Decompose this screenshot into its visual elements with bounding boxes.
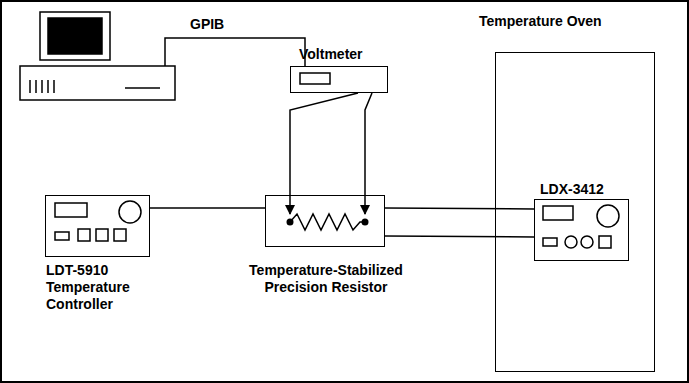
- node-heading: LDX-3412: [540, 181, 650, 198]
- voltmeter-box: Voltmeter: [290, 66, 388, 93]
- node-heading: Temperature Oven: [479, 13, 649, 30]
- computer-icon: [20, 12, 175, 100]
- bus-label: GPIB: [190, 16, 224, 33]
- voltmeter-face: [300, 73, 330, 84]
- node-heading: Temperature-Stabilized Precision Resisto…: [226, 262, 426, 296]
- cable: [385, 208, 534, 209]
- oven-box: Temperature OvenLDX-3412: [495, 52, 655, 372]
- node-heading: LDT-5910: [46, 262, 176, 279]
- node-heading: Temperature Controller: [46, 279, 156, 313]
- node-heading: Voltmeter: [299, 46, 419, 63]
- cable: [385, 236, 534, 237]
- cable: [150, 207, 265, 209]
- gpib-cable: [165, 38, 305, 66]
- laser-driver-face: [543, 205, 619, 248]
- controller-face: [55, 201, 141, 241]
- resistor-box: Temperature-Stabilized Precision Resisto…: [265, 195, 385, 247]
- resistor-symbol: [287, 214, 369, 230]
- instrument-box: LDX-3412: [534, 199, 629, 261]
- instrument-box: LDT-5910Temperature Controller: [45, 195, 150, 257]
